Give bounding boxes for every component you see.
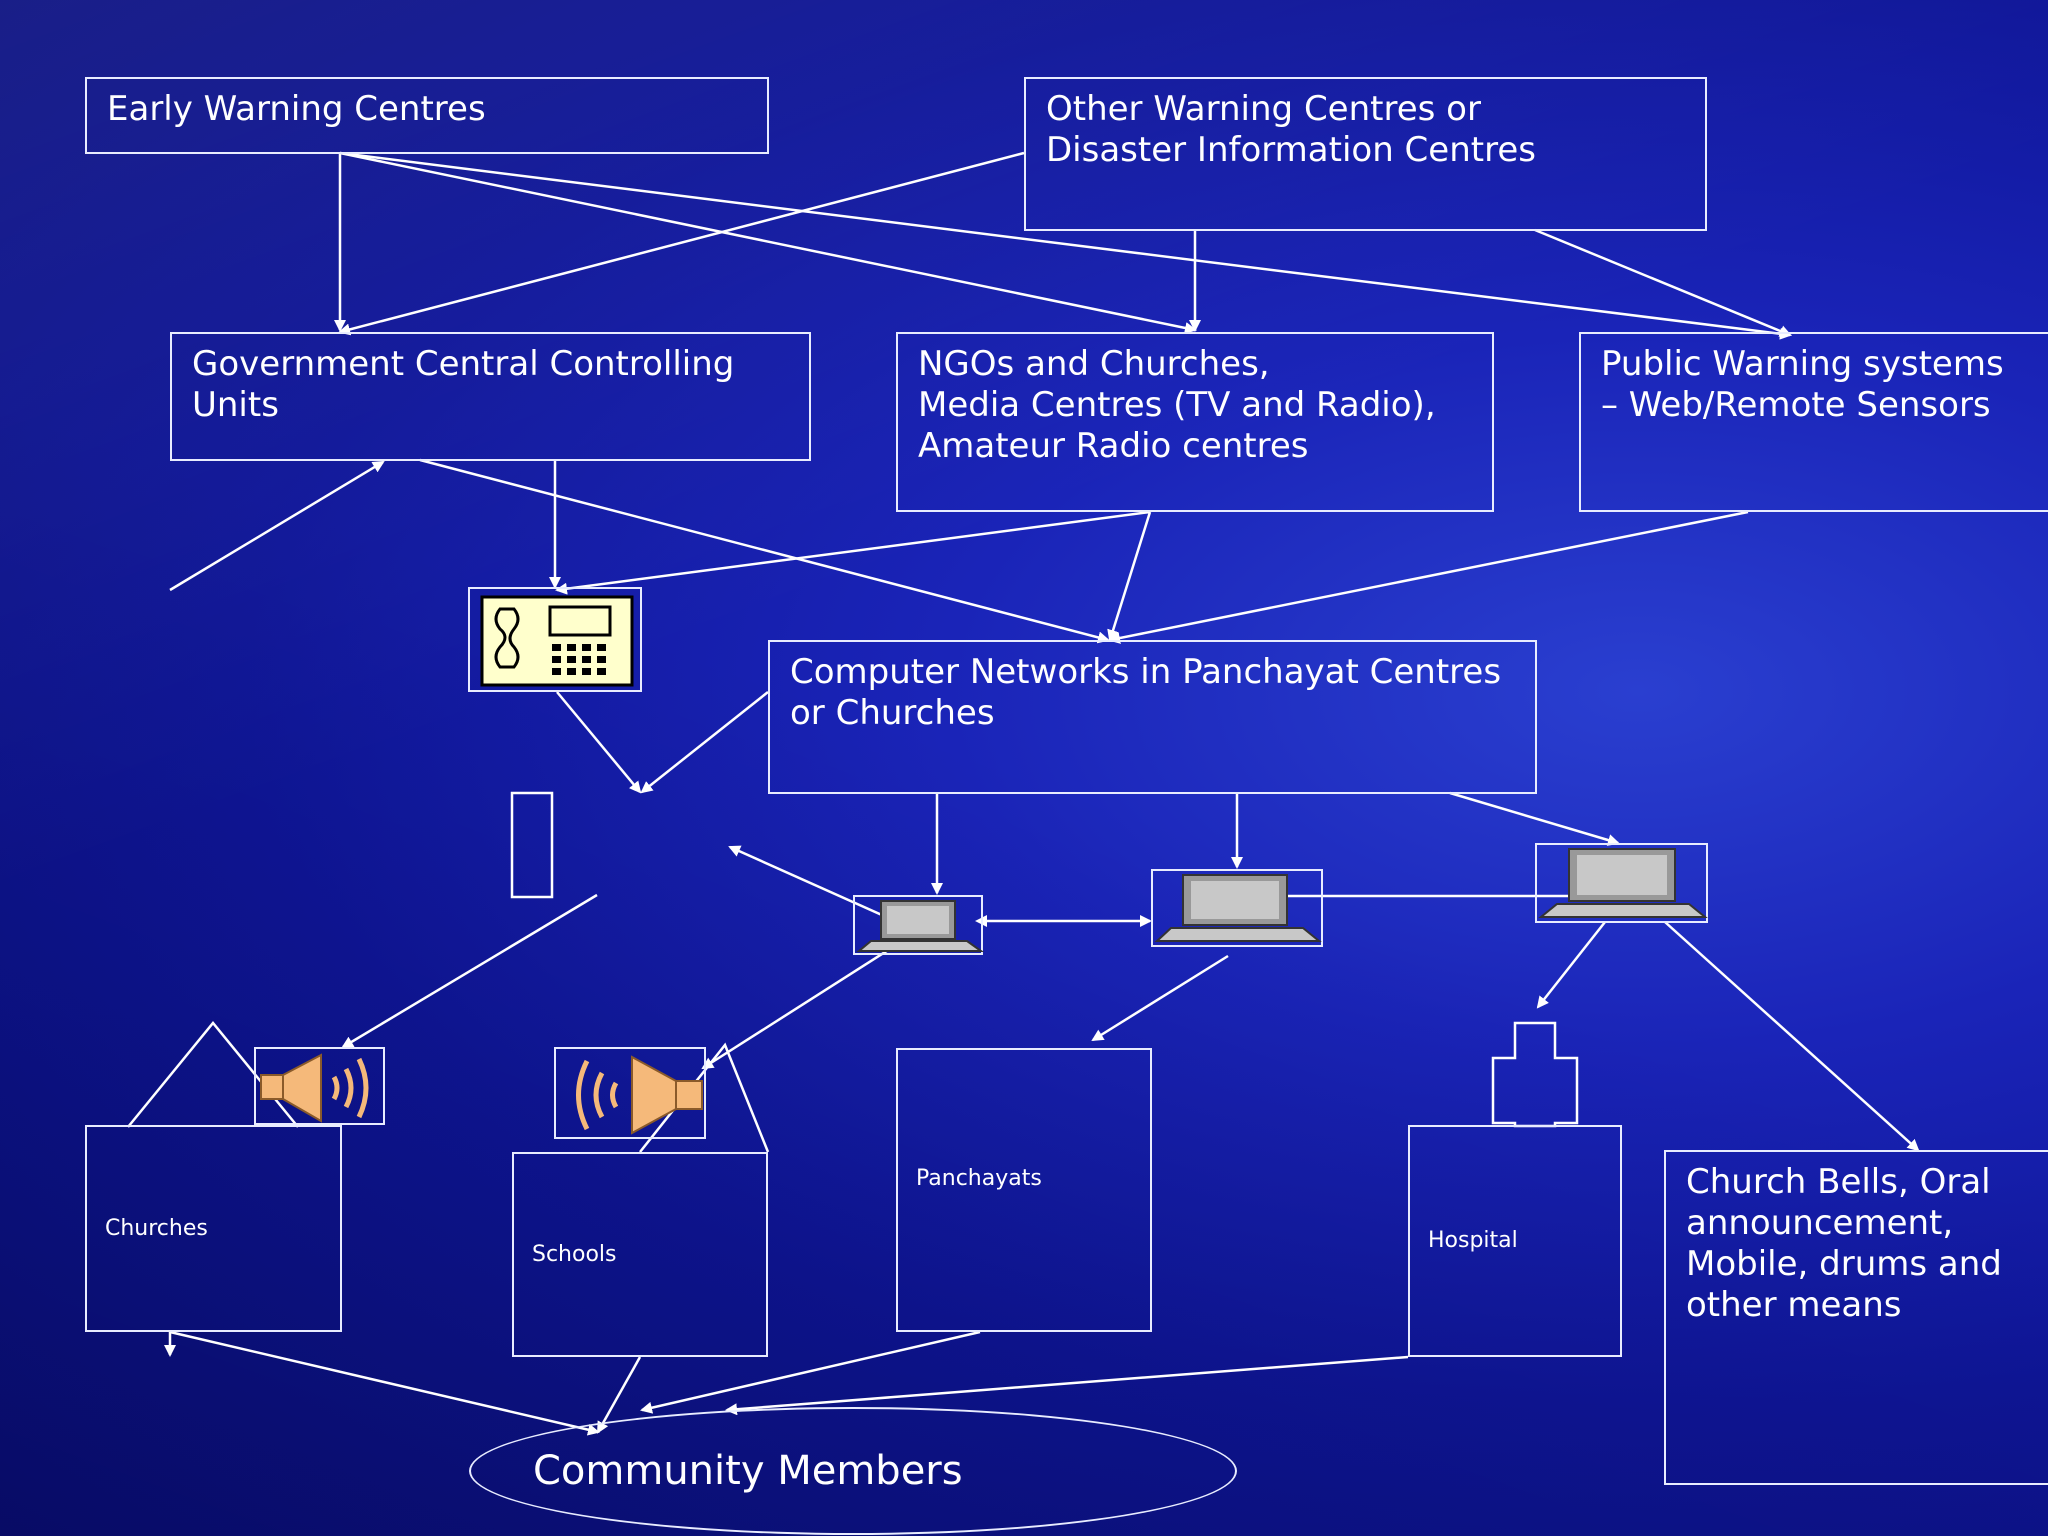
hospital-box: Hospital (1408, 1125, 1622, 1357)
arrow-public-network (1108, 510, 1749, 644)
hospital-cross-outline (1491, 1021, 1579, 1128)
arrow-laptop1-speaker2 (701, 945, 894, 1070)
community-members-label: Community Members (533, 1448, 963, 1494)
arrow-ewc-ngo (339, 151, 1197, 334)
laptop-icon (853, 895, 985, 955)
government-central-box: Government Central Controlling Units (170, 332, 811, 461)
panchayats-box: Panchayats (896, 1048, 1152, 1332)
speaker-icon (554, 1047, 706, 1139)
telephone-icon (468, 587, 642, 692)
ngos-churches-box: NGOs and Churches, Media Centres (TV and… (896, 332, 1494, 512)
public-warning-box: Public Warning systems – Web/Remote Sens… (1579, 332, 2048, 512)
other-warning-centres-box: Other Warning Centres or Disaster Inform… (1024, 77, 1707, 231)
arrow-to-speaker1 (341, 893, 598, 1049)
arrow-network-left (640, 691, 769, 794)
schools-box: Schools (512, 1152, 768, 1357)
church-bells-box: Church Bells, Oral announcement, Mobile,… (1664, 1150, 2048, 1485)
computer-networks-box: Computer Networks in Panchayat Centres o… (768, 640, 1537, 794)
arrow-laptop3-bells (1664, 921, 1920, 1152)
arrow-schools-community (596, 1356, 642, 1434)
arrow-ngo-phone (555, 510, 1151, 595)
arrow-hospital-community (725, 1355, 1409, 1416)
arrow-phone-down (556, 691, 642, 794)
arrow-churches-community (169, 1330, 600, 1436)
arrow-ngo-network (1107, 511, 1152, 642)
arrow-ewc-public (339, 151, 1792, 340)
laptop-icon (1151, 869, 1323, 947)
arrow-laptop2-panchayats (1091, 954, 1229, 1042)
churches-box: Churches (85, 1125, 342, 1332)
speaker-icon (254, 1047, 385, 1125)
arrow-owc-public (1534, 228, 1792, 337)
arrow-gov-network (419, 458, 1110, 644)
arrow-laptop1-tower (728, 845, 903, 925)
community-members-ellipse: Community Members (469, 1407, 1237, 1535)
arrow-laptop3-hospital (1536, 921, 1606, 1009)
school-roof-outline (639, 1042, 770, 1153)
arrow-network-laptop3 (1449, 791, 1620, 846)
laptop-icon (1535, 843, 1708, 923)
arrow-panchayats-community (640, 1330, 981, 1414)
arrow-owc-gov (338, 151, 1025, 336)
tower-outline (510, 791, 554, 899)
arrow-left-gov (169, 460, 385, 592)
early-warning-centres-box: Early Warning Centres (85, 77, 769, 154)
